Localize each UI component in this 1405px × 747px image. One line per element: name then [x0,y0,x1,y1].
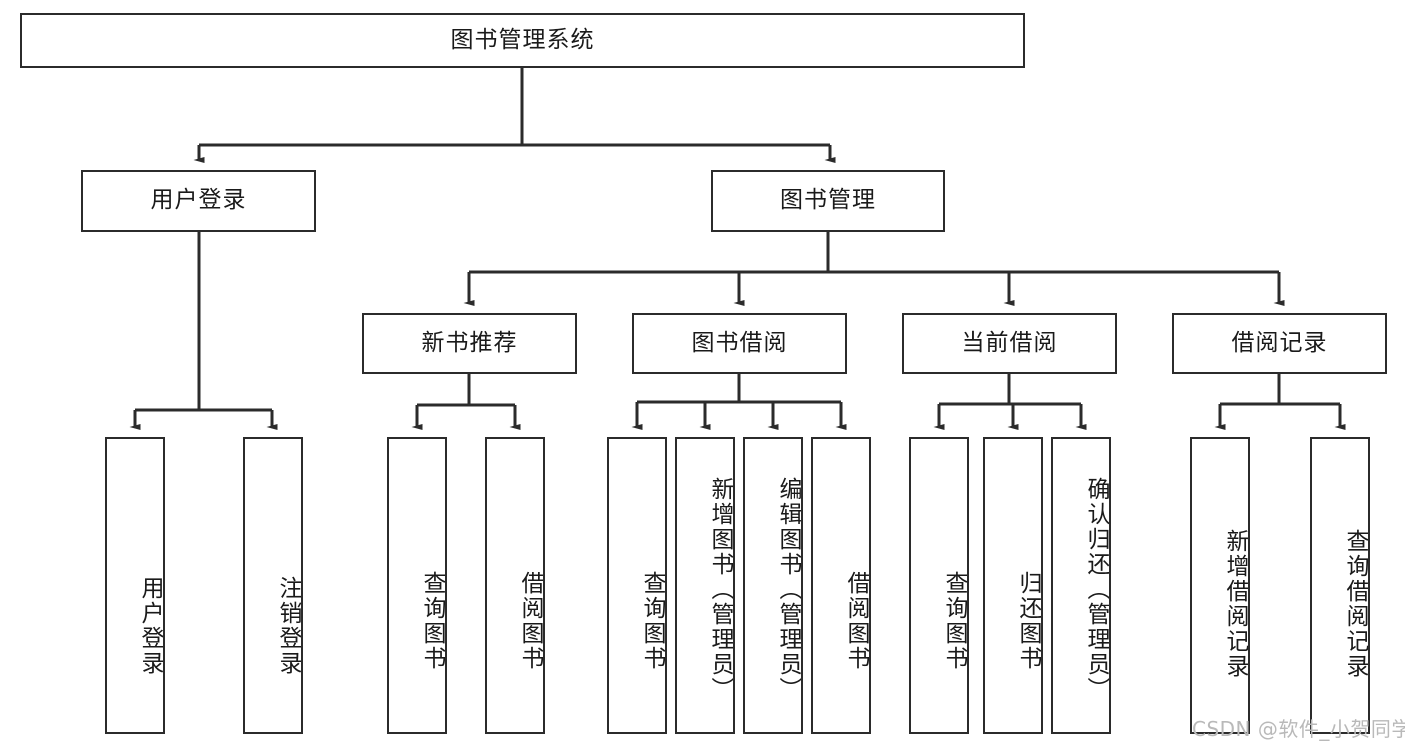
node-leaf-user-login[interactable]: 用户登录 [105,437,165,734]
node-new-book-rec-label: 新书推荐 [421,329,518,356]
node-leaf-add-book-admin-label: 新增图书（管理员） [707,477,733,702]
node-user-login-label: 用户登录 [150,187,247,214]
node-leaf-query-book-current[interactable]: 查询图书 [909,437,969,734]
node-leaf-add-book-admin[interactable]: 新增图书（管理员） [675,437,735,734]
node-leaf-query-book-borrow[interactable]: 查询图书 [607,437,667,734]
node-root-label: 图书管理系统 [450,26,595,53]
node-book-manage[interactable]: 图书管理 [711,170,945,232]
node-leaf-query-book-rec[interactable]: 查询图书 [387,437,447,734]
node-borrow-record-label: 借阅记录 [1231,329,1328,356]
node-leaf-borrow-book-label: 借阅图书 [843,570,869,671]
node-leaf-add-borrow-record[interactable]: 新增借阅记录 [1190,437,1250,734]
node-leaf-query-book-current-label: 查询图书 [941,570,967,671]
node-leaf-borrow-book[interactable]: 借阅图书 [811,437,871,734]
node-leaf-query-borrow-record-label: 查询借阅记录 [1342,528,1368,679]
node-leaf-confirm-return-admin-label: 确认归还（管理员） [1083,477,1109,702]
watermark: CSDN @软件_小贺同学 [1192,717,1405,741]
node-leaf-query-book-rec-label: 查询图书 [419,570,445,671]
node-user-login[interactable]: 用户登录 [81,170,316,232]
node-leaf-borrow-book-rec-label: 借阅图书 [517,570,543,671]
node-leaf-edit-book-admin-label: 编辑图书（管理员） [775,477,801,702]
node-leaf-user-logout[interactable]: 注销登录 [243,437,303,734]
node-leaf-confirm-return-admin[interactable]: 确认归还（管理员） [1051,437,1111,734]
node-book-borrow-label: 图书借阅 [691,329,788,356]
node-leaf-query-borrow-record[interactable]: 查询借阅记录 [1310,437,1370,734]
node-current-borrow-label: 当前借阅 [961,329,1058,356]
node-leaf-query-book-borrow-label: 查询图书 [639,570,665,671]
node-leaf-borrow-book-rec[interactable]: 借阅图书 [485,437,545,734]
node-leaf-return-book-label: 归还图书 [1015,570,1041,671]
node-root[interactable]: 图书管理系统 [20,13,1025,68]
node-new-book-rec[interactable]: 新书推荐 [362,313,577,374]
node-leaf-add-borrow-record-label: 新增借阅记录 [1222,528,1248,679]
node-book-manage-label: 图书管理 [780,187,876,214]
node-leaf-user-login-label: 用户登录 [137,575,163,676]
node-current-borrow[interactable]: 当前借阅 [902,313,1117,374]
node-borrow-record[interactable]: 借阅记录 [1172,313,1387,374]
node-book-borrow[interactable]: 图书借阅 [632,313,847,374]
node-leaf-edit-book-admin[interactable]: 编辑图书（管理员） [743,437,803,734]
node-leaf-return-book[interactable]: 归还图书 [983,437,1043,734]
node-leaf-user-logout-label: 注销登录 [275,575,301,676]
